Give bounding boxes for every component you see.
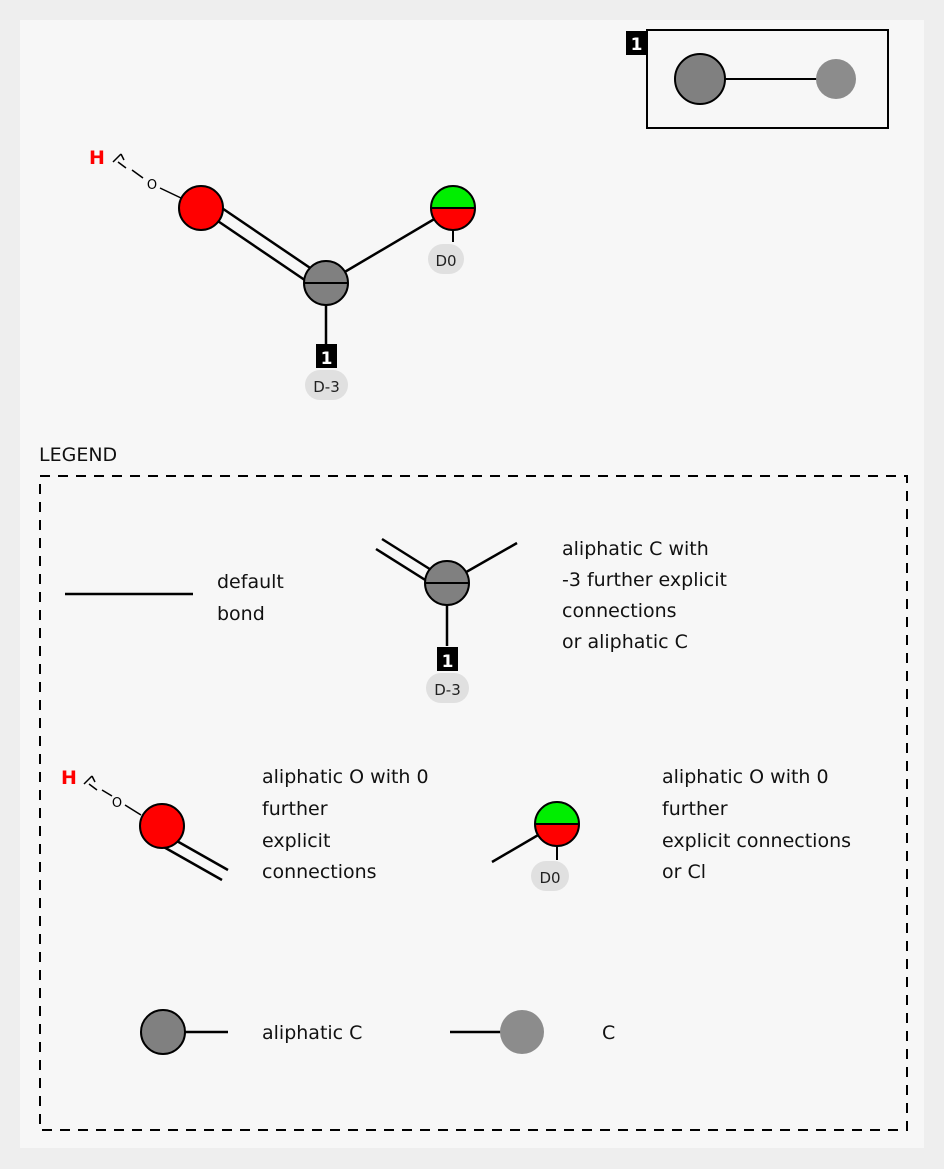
atom-oxygen-red [178,185,224,231]
badge-d-3-text: D-3 [313,378,340,396]
legend-oxygen-red-atom [139,803,185,849]
legend-aliphatic-c-atom [140,1009,186,1055]
inset-index-text: 1 [631,35,643,55]
double-bond-line-2 [205,211,316,289]
legend-item-aliphatic-c: aliphatic C [140,1009,362,1055]
molecule-index-text: 1 [321,349,333,369]
inset-atom-c [816,59,856,99]
hydrogen-label: H [89,147,105,169]
legend-oh-segment-2 [101,789,113,797]
badge-d0 [428,244,464,274]
legend-index-marker [437,647,458,671]
legend-hydrogen-wiggle [83,775,98,791]
legend-border [39,475,908,1131]
legend-oxygen-double-2 [161,844,223,882]
legend-badge-d0 [531,861,569,891]
legend-c-label: C [602,1022,615,1044]
legend-small-oxygen-label: O [112,796,122,811]
legend-item-c: C [450,1010,615,1054]
badge-d-3 [305,370,348,400]
oh-bond-segment-2 [159,187,182,199]
legend-carbon-d3-label: aliphatic C with -3 further explicit con… [562,538,733,653]
legend-title: LEGEND [39,444,117,466]
legend-index-text: 1 [442,652,454,672]
legend-oh-segment [124,804,142,816]
double-bond-line-1 [212,200,323,278]
atom-oxygen-red-half [431,208,475,230]
small-oxygen-label: O [147,178,157,193]
atom-oxygen-green-half [431,186,475,208]
legend-hydrogen-label: H [61,767,77,789]
legend-oxygen-d0-label: aliphatic O with 0 further explicit conn… [662,766,857,883]
legend-item-carbon-d3: 1 D-3 aliphatic C with -3 further explic… [375,537,733,703]
badge-d0-text: D0 [435,252,456,270]
oh-bond-segment [131,169,144,179]
molecule-index-marker [316,344,337,368]
legend-aliphatic-c-label: aliphatic C [262,1022,362,1044]
legend-item-oxygen-h: H O aliphatic O with 0 further explicit … [61,766,435,883]
legend-badge-d-3 [426,673,469,703]
inset-box: 1 [626,29,889,129]
legend-bond-label: default bond [217,571,290,625]
inset-atom-aliphatic-c [674,53,726,105]
legend-d0-red-half [535,824,579,846]
legend-badge-d-3-text: D-3 [434,681,461,699]
legend-oxygen-h-label: aliphatic O with 0 further explicit conn… [262,766,435,883]
legend-badge-d0-text: D0 [539,869,560,887]
legend-item-oxygen-d0: D0 aliphatic O with 0 further explicit c… [491,766,857,891]
legend-item-default-bond: default bond [65,571,290,625]
legend-c-atom [500,1010,544,1054]
query-molecule: H O D0 1 D-3 [89,147,476,400]
single-bond-c-o [325,206,454,285]
hydrogen-wiggle [112,153,127,169]
inset-index-marker [626,31,647,55]
inset-border [646,29,889,129]
legend-d0-green-half [535,802,579,824]
